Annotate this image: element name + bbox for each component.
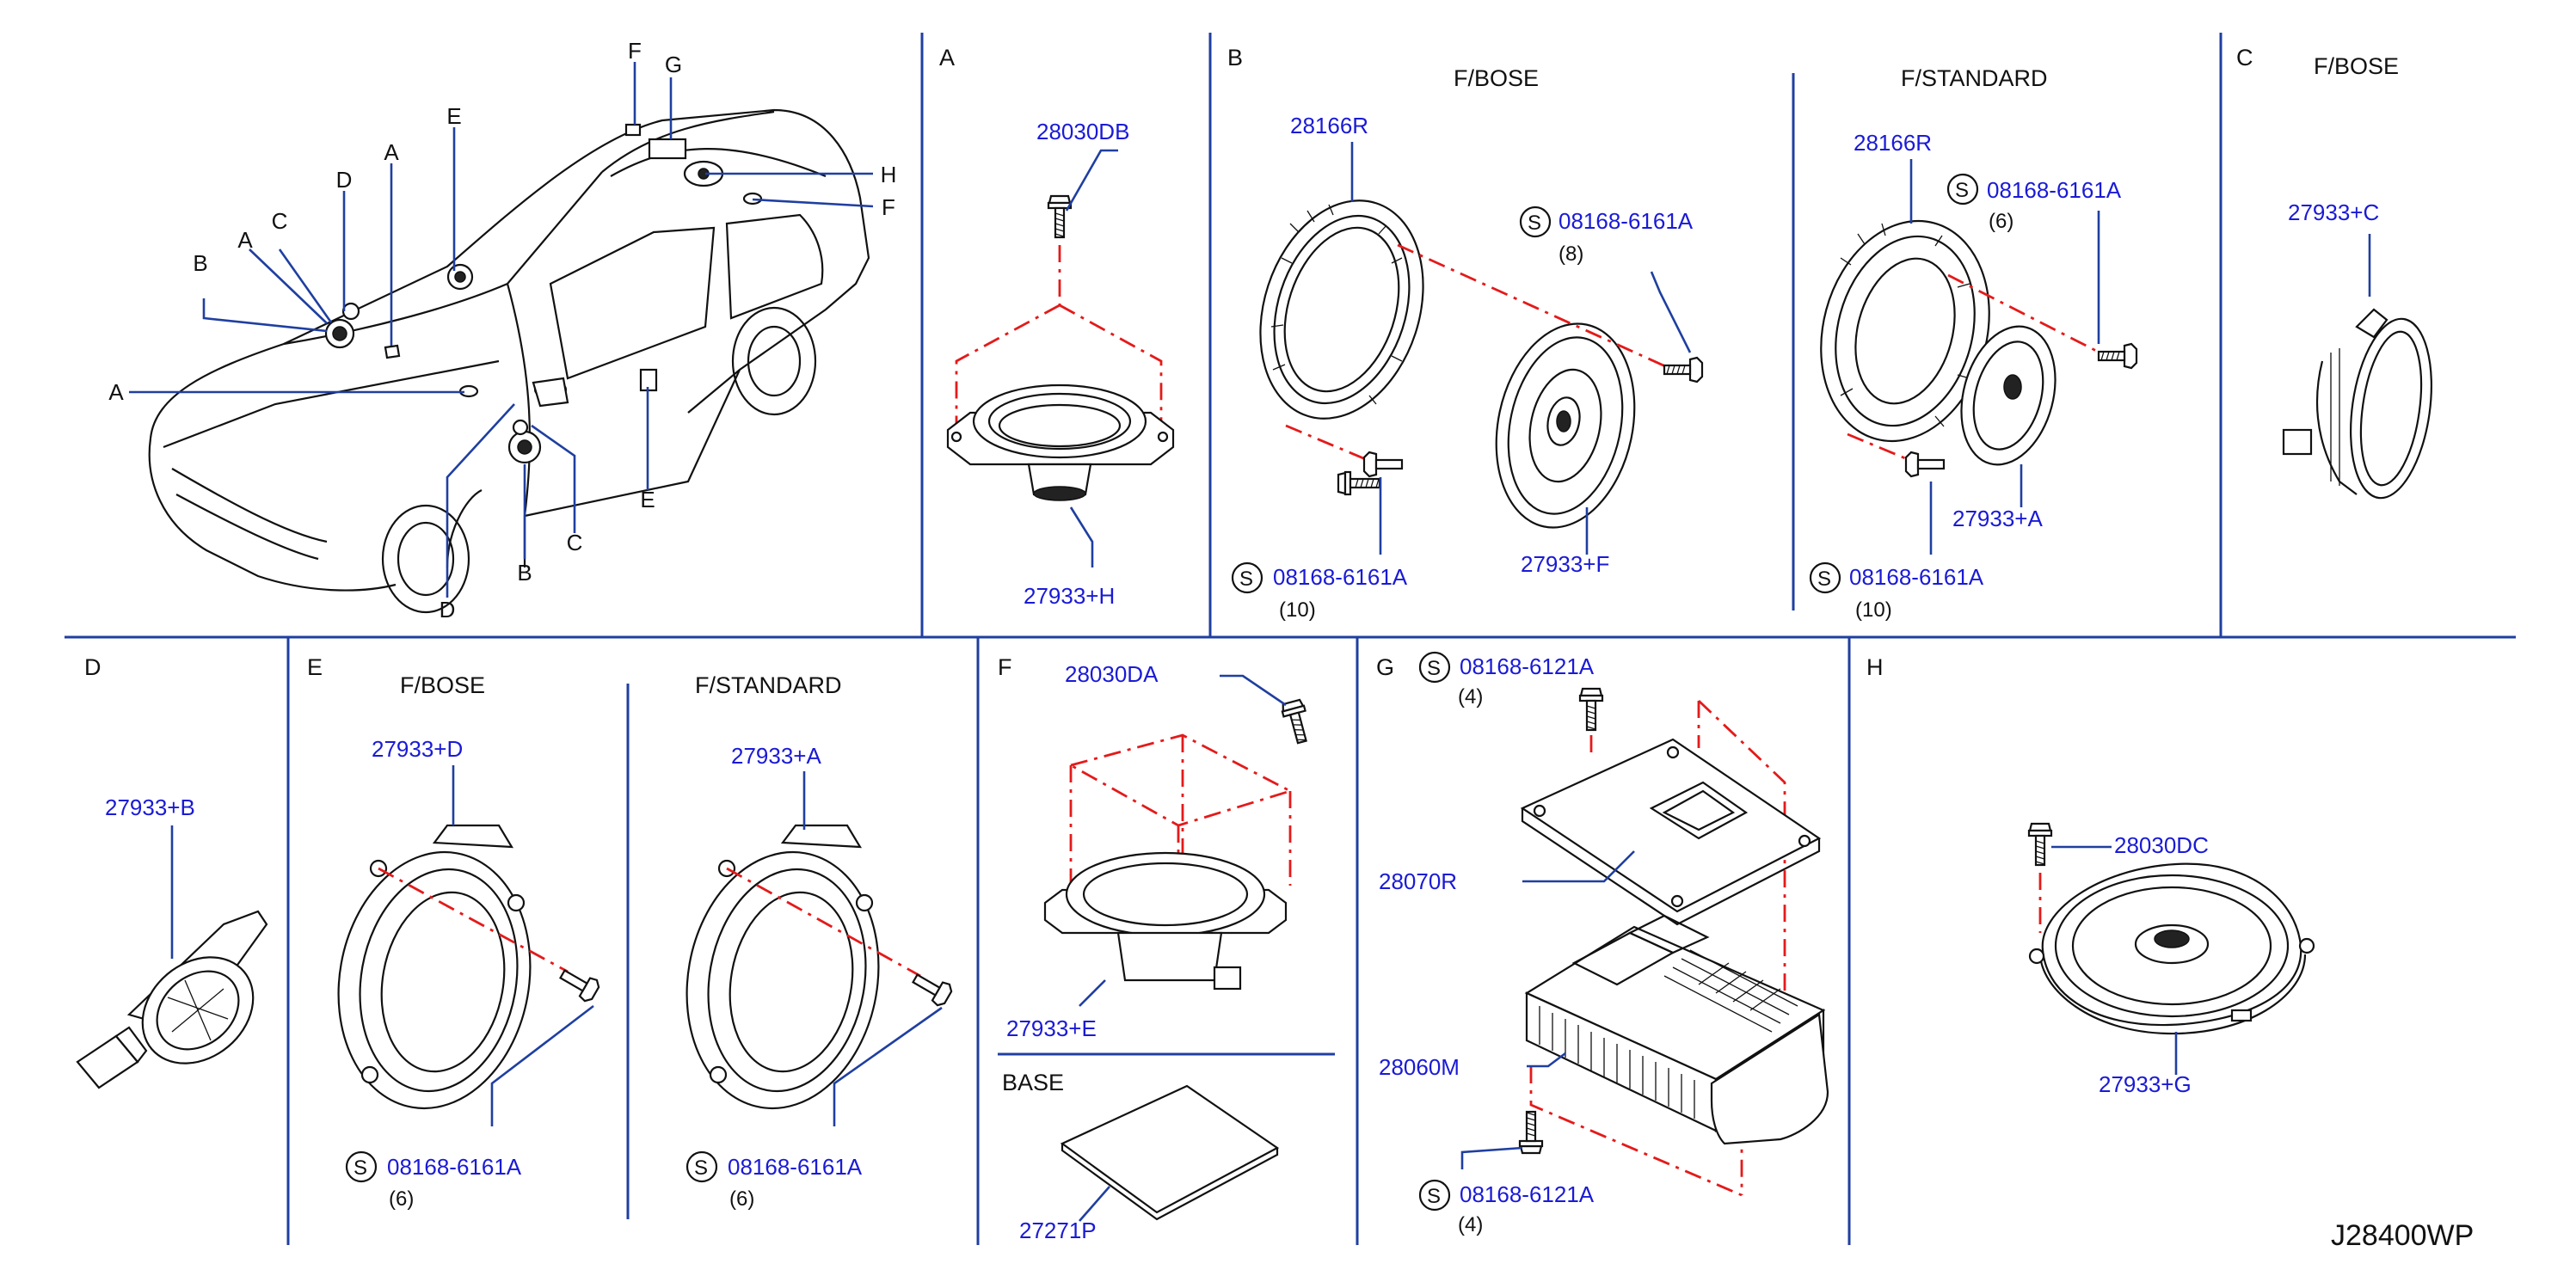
overview-leaders bbox=[129, 62, 874, 598]
vehicle-overview bbox=[148, 108, 870, 614]
callout-d: D bbox=[336, 167, 353, 193]
h-part-27933g: 27933+G bbox=[2099, 1071, 2192, 1097]
callout-e: E bbox=[446, 103, 461, 129]
e-right-title: F/STANDARD bbox=[695, 672, 842, 698]
b-right-speaker: 27933+A bbox=[1952, 506, 2043, 531]
overview-callout-labels: F G E A D C A B A H F E C B D bbox=[108, 38, 896, 623]
e-left-part: 27933+D bbox=[372, 736, 463, 762]
callout-f: F bbox=[628, 38, 642, 64]
section-a: A 28030DB 27933+H bbox=[939, 45, 1175, 609]
standard-symbol: S bbox=[354, 1156, 367, 1180]
b-left-ring: 28166R bbox=[1290, 113, 1368, 138]
b-right-title: F/STANDARD bbox=[1901, 65, 2048, 91]
drawing-code: J28400WP bbox=[2331, 1219, 2474, 1252]
standard-symbol: S bbox=[1955, 179, 1969, 202]
g-screw-top-qty: (4) bbox=[1458, 685, 1483, 709]
b-right-screw-top: 08168-6161A bbox=[1987, 177, 2122, 203]
callout-b: B bbox=[517, 560, 532, 586]
callout-e: E bbox=[640, 487, 655, 512]
b-right-ring: 28166R bbox=[1854, 130, 1932, 156]
b-left-screw-bottom-qty: (10) bbox=[1279, 598, 1316, 622]
section-dividers bbox=[65, 33, 2516, 1245]
e-right-part: 27933+A bbox=[731, 743, 821, 769]
callout-d: D bbox=[440, 597, 456, 623]
section-d: D 27933+B bbox=[76, 654, 268, 1089]
section-g: G S 08168-6121A (4) 28070R 28060M S 0816… bbox=[1376, 651, 1829, 1236]
callout-c: C bbox=[272, 208, 288, 234]
g-screw-bottom-qty: (4) bbox=[1458, 1213, 1483, 1236]
standard-symbol: S bbox=[694, 1156, 708, 1180]
g-bracket: 28070R bbox=[1379, 868, 1457, 894]
section-letter-g: G bbox=[1376, 654, 1394, 680]
callout-f: F bbox=[882, 194, 895, 220]
callout-h: H bbox=[881, 162, 897, 187]
callout-c: C bbox=[567, 530, 583, 555]
g-screw-bottom: 08168-6121A bbox=[1460, 1181, 1595, 1207]
b-right-screw-top-qty: (6) bbox=[1989, 210, 2013, 233]
part-27933h: 27933+H bbox=[1024, 583, 1115, 609]
section-letter-c: C bbox=[2236, 45, 2253, 71]
e-right-screw: 08168-6161A bbox=[728, 1154, 863, 1180]
f-base-part: 27271P bbox=[1019, 1218, 1097, 1243]
section-f: F 28030DA 27933+E BASE 27271P bbox=[998, 654, 1314, 1243]
section-b: B F/BOSE F/STANDARD 28166R S 08168-6161A… bbox=[1227, 45, 2138, 622]
section-letter-d: D bbox=[84, 654, 101, 680]
standard-symbol: S bbox=[1239, 567, 1253, 591]
standard-symbol: S bbox=[1817, 567, 1831, 591]
h-part-28030dc: 28030DC bbox=[2114, 832, 2209, 858]
g-screw-top: 08168-6121A bbox=[1460, 653, 1595, 679]
e-left-qty: (6) bbox=[389, 1187, 414, 1211]
section-letter-e: E bbox=[307, 654, 323, 680]
standard-symbol: S bbox=[1427, 657, 1441, 680]
section-letter-h: H bbox=[1866, 654, 1884, 680]
b-left-screw-bottom: 08168-6161A bbox=[1273, 564, 1408, 590]
section-letter-a: A bbox=[939, 45, 955, 71]
e-left-title: F/BOSE bbox=[400, 672, 485, 698]
b-right-screw-bottom-qty: (10) bbox=[1855, 598, 1892, 622]
b-right-screw-bottom: 08168-6161A bbox=[1849, 564, 1984, 590]
b-left-screw-top-qty: (8) bbox=[1559, 242, 1583, 266]
section-e: E F/BOSE F/STANDARD 27933+D S 08168-6161… bbox=[307, 654, 953, 1211]
c-title: F/BOSE bbox=[2314, 53, 2399, 79]
standard-symbol: S bbox=[1528, 212, 1541, 235]
b-left-screw-top: 08168-6161A bbox=[1559, 208, 1694, 234]
g-amp: 28060M bbox=[1379, 1054, 1460, 1080]
c-part: 27933+C bbox=[2288, 199, 2379, 225]
part-28030db: 28030DB bbox=[1036, 119, 1129, 144]
callout-a: A bbox=[384, 139, 399, 165]
e-right-qty: (6) bbox=[729, 1187, 754, 1211]
section-c: C F/BOSE 27933+C bbox=[2236, 45, 2432, 500]
f-base-title: BASE bbox=[1002, 1070, 1064, 1095]
b-left-title: F/BOSE bbox=[1454, 65, 1539, 91]
callout-b: B bbox=[193, 250, 207, 276]
b-left-speaker: 27933+F bbox=[1521, 551, 1609, 577]
standard-symbol: S bbox=[1427, 1185, 1441, 1208]
f-part-28030da: 28030DA bbox=[1065, 661, 1159, 687]
callout-g: G bbox=[665, 52, 682, 77]
e-left-screw: 08168-6161A bbox=[387, 1154, 522, 1180]
callout-a: A bbox=[108, 379, 124, 405]
callout-a: A bbox=[237, 227, 253, 253]
section-letter-f: F bbox=[998, 654, 1012, 680]
f-part-27933e: 27933+E bbox=[1006, 1015, 1097, 1041]
section-letter-b: B bbox=[1227, 45, 1243, 71]
section-h: H 28030DC 27933+G bbox=[1866, 654, 2315, 1097]
d-part: 27933+B bbox=[105, 794, 195, 820]
